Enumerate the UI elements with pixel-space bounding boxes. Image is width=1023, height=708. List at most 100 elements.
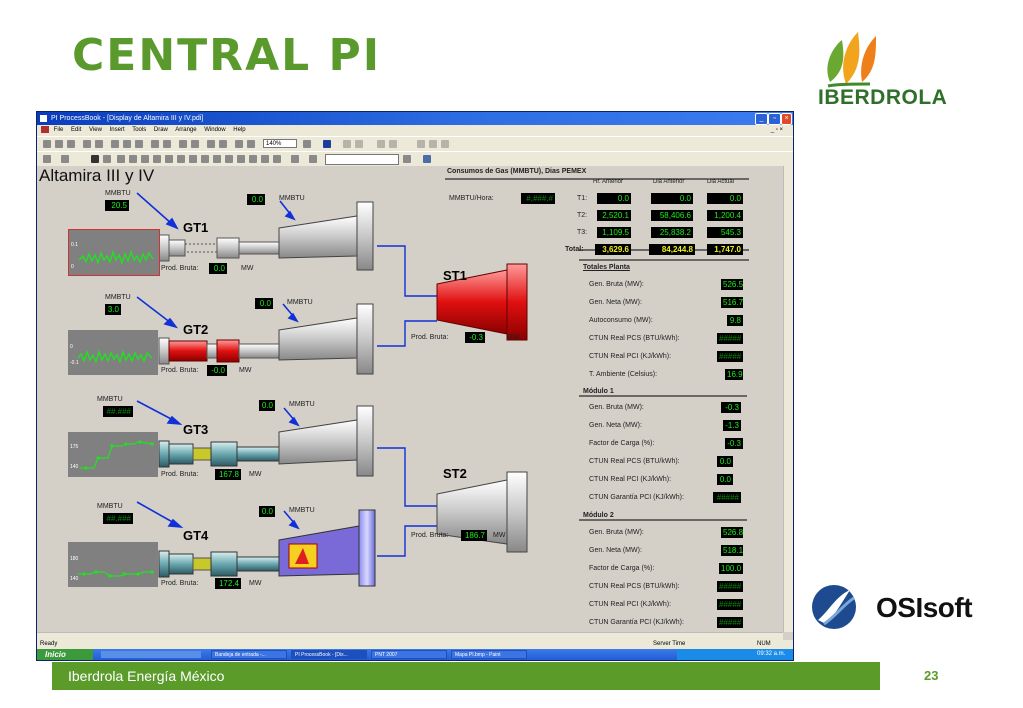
table-icon[interactable] [273,155,281,163]
gas-cell[interactable]: 0.0 [707,193,743,204]
menu-window[interactable]: Window [204,127,226,133]
image-icon[interactable] [249,155,257,163]
save-icon[interactable] [67,140,75,148]
gt2-fuel-value[interactable]: 0.0 [255,298,273,309]
value-icon[interactable] [177,155,185,163]
build-icon[interactable] [191,140,199,148]
totales-value[interactable]: 516.7 [721,297,744,308]
gas-cell[interactable]: 0.0 [597,193,631,204]
arc-icon[interactable] [165,155,173,163]
bring-front-icon[interactable] [235,140,243,148]
whats-this-icon[interactable] [323,140,331,148]
rectangle-icon[interactable] [129,155,137,163]
gt4-mmbtu-value[interactable]: ##.### [103,513,133,524]
format-icon[interactable] [207,140,215,148]
chart-icon[interactable] [61,155,69,163]
gt4-prod-value[interactable]: 172.4 [215,578,241,589]
gt3-prod-value[interactable]: 167.8 [215,469,241,480]
modulo2-value[interactable]: 526.8 [721,527,744,538]
text-icon[interactable] [141,155,149,163]
gas-cell[interactable]: 545.3 [707,227,743,238]
task-paint[interactable]: Mapa PI.bmp - Paint [451,650,527,659]
modulo1-value[interactable]: 0.0 [717,474,733,485]
open-icon[interactable] [55,140,63,148]
menu-edit[interactable]: Edit [71,127,82,133]
symbol-icon[interactable] [237,155,245,163]
new-icon[interactable] [43,140,51,148]
mmbtu-hora-value[interactable]: #,###.# [521,193,555,204]
preview-icon[interactable] [95,140,103,148]
gt1-mmbtu-value[interactable]: 20.5 [105,200,129,211]
send-back-icon[interactable] [247,140,255,148]
modulo1-value[interactable]: 0.0 [717,456,733,467]
line-icon[interactable] [117,155,125,163]
gt1-trend[interactable]: 0.1 0 [68,229,160,276]
modulo2-value[interactable]: 100.0 [719,563,743,574]
menu-view[interactable]: View [89,127,102,133]
gt4-fuel-value[interactable]: 0.0 [259,506,275,517]
quick-launch[interactable] [101,651,201,658]
xy-plot-icon[interactable] [225,155,233,163]
gas-cell[interactable]: 1,200.4 [707,210,743,221]
start-button[interactable]: Inicio [37,649,93,660]
gt4-trend[interactable]: 180 140 [68,542,158,587]
print-icon[interactable] [83,140,91,148]
polyline-icon[interactable] [201,155,209,163]
modulo1-value[interactable]: ##### [713,492,741,503]
modulo2-value[interactable]: ##### [717,617,743,628]
totales-value[interactable]: 16.9 [725,369,743,380]
gas-cell[interactable]: 2,520.1 [597,210,631,221]
gt3-mmbtu-value[interactable]: ##.### [103,406,133,417]
menu-help[interactable]: Help [233,127,246,133]
pointer-icon[interactable] [103,155,111,163]
gas-cell[interactable]: 1,109.5 [597,227,631,238]
totales-value[interactable]: 526.5 [721,279,744,290]
st2-prod-value[interactable]: 186.7 [461,530,487,541]
modulo1-value[interactable]: -0.3 [721,402,741,413]
modulo1-value[interactable]: -1.3 [723,420,741,431]
paste-icon[interactable] [135,140,143,148]
menu-draw[interactable]: Draw [153,127,168,133]
st1-prod-value[interactable]: -0.3 [465,332,485,343]
maximize-icon[interactable]: ▫ [768,113,781,125]
cut-icon[interactable] [111,140,119,148]
minimize-icon[interactable]: _ [755,113,768,125]
ellipse-icon[interactable] [153,155,161,163]
totales-value[interactable]: ##### [717,333,743,344]
help-icon[interactable] [303,140,311,148]
menu-insert[interactable]: Insert [109,127,125,133]
dataset-icon[interactable] [291,155,299,163]
menu-arrange[interactable]: Arrange [175,127,197,133]
modulo2-value[interactable]: 518.1 [721,545,744,556]
gas-cell[interactable]: 0.0 [651,193,693,204]
button-icon[interactable] [189,155,197,163]
time-slider[interactable] [325,154,399,165]
gas-cell[interactable]: 58,406.6 [651,210,693,221]
bar-icon[interactable] [213,155,221,163]
horizontal-scrollbar[interactable] [37,632,783,641]
undo-icon[interactable] [151,140,159,148]
task-outlook[interactable]: Bandeja de entrada -... [211,650,287,659]
vertical-scrollbar[interactable] [783,166,793,632]
gt2-prod-value[interactable]: -0.0 [207,365,227,376]
forward-icon[interactable] [403,155,411,163]
gt1-prod-value[interactable]: 0.0 [209,263,227,274]
select-arrow-icon[interactable] [91,155,99,163]
totales-value[interactable]: 9.8 [727,315,743,326]
doc-window-controls[interactable]: _ ▫ × [770,127,783,133]
display-icon[interactable] [423,155,431,163]
task-pnt[interactable]: PNT 2007 [371,650,447,659]
ole-icon[interactable] [261,155,269,163]
gt1-fuel-value[interactable]: 0.0 [247,194,265,205]
menu-tools[interactable]: Tools [132,127,147,133]
gas-total-cell[interactable]: 3,629.6 [595,244,631,255]
gas-total-cell[interactable]: 84,244.8 [649,244,695,255]
modulo2-value[interactable]: ##### [717,581,743,592]
time-range-icon[interactable] [309,155,317,163]
modulo1-value[interactable]: -0.3 [725,438,743,449]
close-icon[interactable]: × [781,113,792,125]
menu-file[interactable]: File [53,127,64,133]
modulo2-value[interactable]: ##### [717,599,743,610]
gt2-mmbtu-value[interactable]: 3.0 [105,304,121,315]
gt3-trend[interactable]: 175 140 [68,432,158,477]
